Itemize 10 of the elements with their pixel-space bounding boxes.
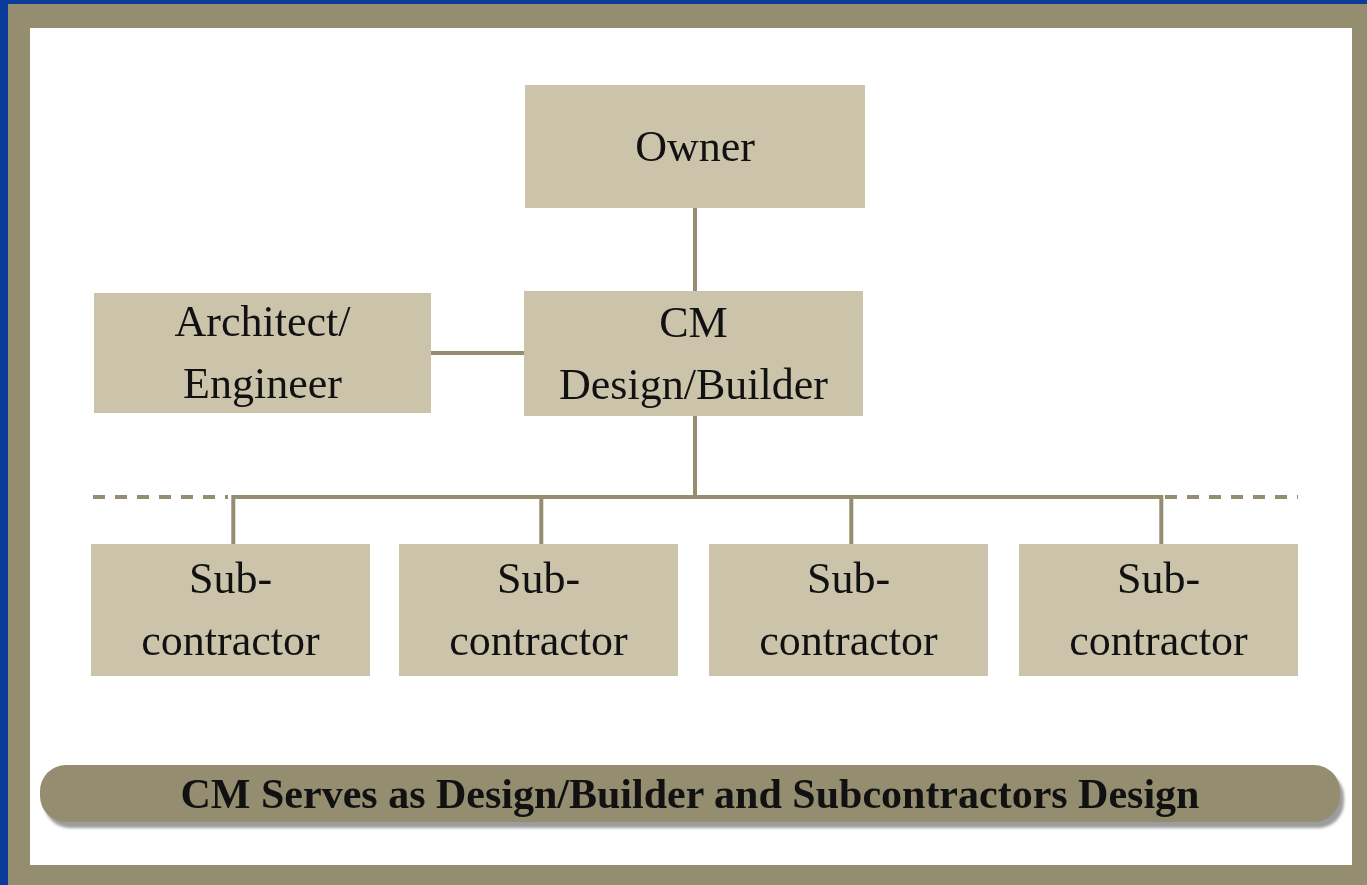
role-box: CM Design/Builder bbox=[524, 291, 863, 416]
role-box: Sub- contractor bbox=[399, 544, 678, 676]
role-box: Owner bbox=[525, 85, 865, 208]
connector-line bbox=[693, 208, 697, 291]
role-box: Sub- contractor bbox=[709, 544, 988, 676]
role-box: Sub- contractor bbox=[1019, 544, 1298, 676]
caption: CM Serves as Design/Builder and Subcontractors Design bbox=[180, 769, 1200, 818]
connector-line bbox=[431, 351, 524, 355]
role-box: Sub- contractor bbox=[91, 544, 370, 676]
role-box: Architect/ Engineer bbox=[94, 293, 431, 413]
